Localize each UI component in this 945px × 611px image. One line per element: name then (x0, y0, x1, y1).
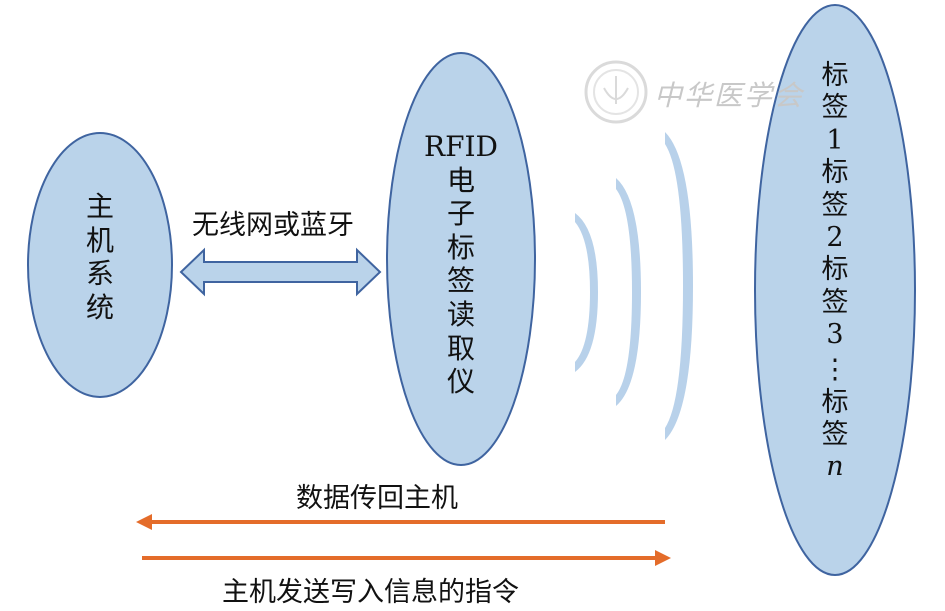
return-data-label: 数据传回主机 (296, 483, 458, 514)
return-data-arrow (136, 514, 665, 530)
tags-char: 签 (821, 189, 849, 221)
wireless-link-label: 无线网或蓝牙 (192, 210, 354, 241)
reader-char: 取 (446, 331, 475, 365)
host-char: 统 (85, 290, 114, 324)
tags-char: 标 (821, 157, 849, 189)
tags-char: 标 (821, 60, 849, 91)
host-char: 系 (85, 257, 114, 291)
reader-char: 电 (446, 163, 475, 197)
signal-wave-1 (575, 213, 598, 372)
reader-char: 仪 (446, 365, 475, 399)
host-system-node (27, 132, 173, 398)
reader-char: RFID (423, 130, 499, 163)
reader-char: 子 (446, 197, 475, 231)
host-char: 主 (85, 190, 114, 223)
tags-char: 3 (826, 319, 844, 351)
tags-char: 标 (821, 254, 849, 286)
reader-char: 读 (446, 297, 475, 331)
watermark-text: 中华医学会 (654, 79, 805, 112)
tags-char: n (826, 451, 844, 483)
rfid-reader-node (386, 52, 536, 466)
tags-char: 标 (821, 386, 849, 418)
wireless-double-arrow (179, 247, 382, 297)
tags-char: 签 (821, 92, 849, 124)
rfid-tags-node (754, 4, 916, 576)
tags-char: 签 (821, 286, 849, 318)
signal-wave-2 (616, 178, 641, 406)
tags-char: 2 (826, 221, 844, 253)
send-command-label: 主机发送写入信息的指令 (222, 577, 519, 608)
send-command-arrow (142, 550, 671, 566)
tags-char: ⋮ (821, 353, 849, 385)
reader-char: 标 (446, 230, 475, 264)
reader-char: 签 (446, 264, 475, 298)
watermark-seal-icon (584, 60, 648, 124)
host-system-label: 主机系统 (80, 190, 120, 324)
host-char: 机 (85, 223, 114, 257)
tags-char: 1 (826, 124, 844, 156)
signal-wave-3 (665, 132, 693, 440)
tags-char: 签 (821, 419, 849, 450)
